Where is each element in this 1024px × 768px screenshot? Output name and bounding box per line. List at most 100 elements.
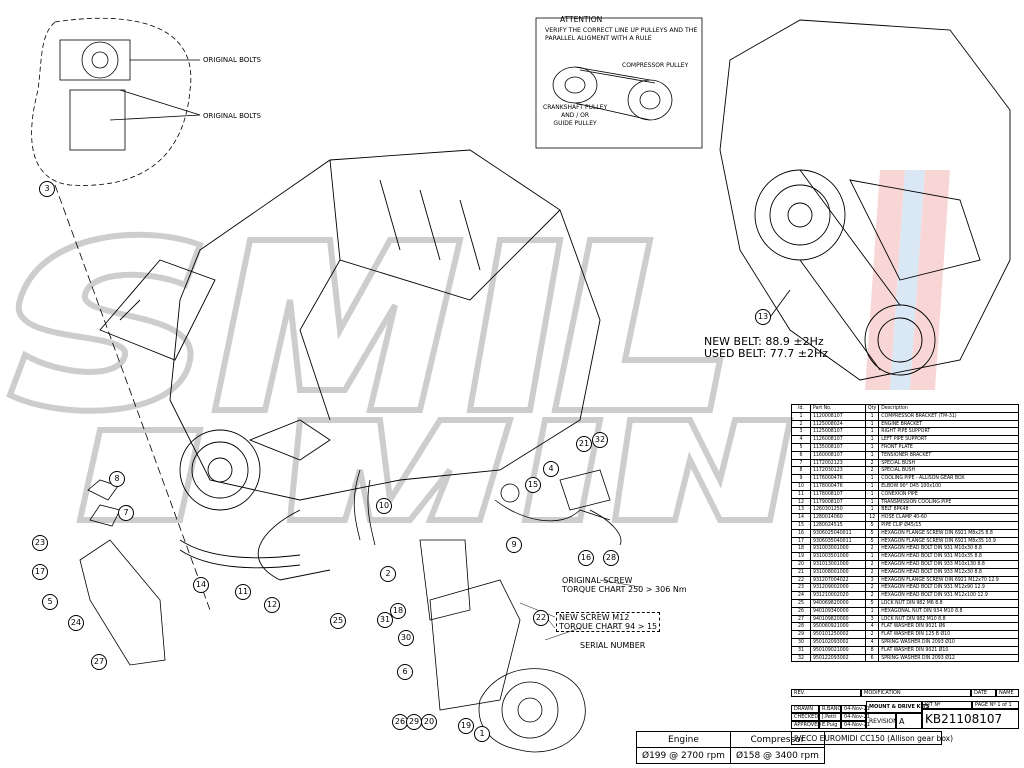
callout-29: 29 [406, 714, 422, 730]
part-id: 2 [791, 419, 811, 429]
part-id: 4 [791, 435, 811, 444]
part-number: 1179008107 [810, 497, 866, 507]
part-number: 931008001000 [810, 567, 866, 577]
tb-rev: REV. [791, 689, 861, 697]
part-id: 11 [791, 489, 811, 499]
part-qty: 1 [864, 419, 880, 429]
part-qty: 5 [864, 528, 880, 538]
part-qty: 5 [864, 598, 880, 608]
part-qty: 4 [864, 637, 880, 647]
callout-32: 32 [592, 432, 608, 448]
part-description: HEXAGON HEAD BOLT DIN 931 M12x100 12.9 [878, 591, 1019, 600]
watermark-stripes [865, 170, 950, 390]
label-compressor-pulley: COMPRESSOR PULLEY [622, 62, 689, 69]
label-new-belt: NEW BELT: 88.9 ±2Hz [704, 335, 824, 348]
part-qty: 1 [864, 489, 880, 499]
tb-checked-date: 04-Nov-21 [841, 713, 870, 721]
part-number: 940109820000 [810, 614, 866, 624]
tb-kit-number: KB21108107 [922, 709, 1019, 729]
part-description: COMPRESSOR BRACKET (TM-31) [878, 411, 1019, 421]
callout-31: 31 [377, 612, 393, 628]
part-qty: 1 [864, 442, 880, 452]
attention-box [535, 17, 703, 149]
part-id: 6 [791, 450, 811, 460]
part-description: ENGINE BRACKET [878, 419, 1019, 429]
part-description: HEXAGON HEAD BOLT DIN 931 M10x30 8.8 [878, 544, 1019, 554]
part-number: 950101250002 [810, 630, 866, 639]
part-description: HEXAGON HEAD BOLT DIN 931 M12x90 12.9 [878, 583, 1019, 593]
tb-checked-name: J.Petit [819, 713, 841, 721]
part-qty: 1 [864, 474, 880, 483]
detail-inset-bolts [31, 17, 211, 611]
header-id: Id. [791, 404, 811, 413]
callout-6: 6 [397, 664, 413, 680]
callout-15: 15 [525, 477, 541, 493]
part-id: 5 [791, 442, 811, 452]
part-number: 1120008107 [810, 411, 866, 421]
part-description: FLAT WASHER DIN 9021 Ø6 [878, 622, 1019, 632]
part-description: COOLING PIPE - ALLISON GEAR BOX [878, 474, 1019, 483]
part-number: 931207004022 [810, 575, 866, 585]
part-id: 29 [791, 630, 811, 639]
part-id: 14 [791, 513, 811, 522]
part-id: 10 [791, 481, 811, 491]
callout-7: 7 [118, 505, 134, 521]
part-id: 23 [791, 583, 811, 593]
part-number: 1126008107 [810, 435, 866, 444]
header-qty: Qty [864, 404, 880, 413]
callout-27: 27 [91, 654, 107, 670]
part-number: 1160008107 [810, 450, 866, 460]
part-id: 27 [791, 614, 811, 624]
part-description: CONEXION PIPE [878, 489, 1019, 499]
part-number: 931003501000 [810, 552, 866, 561]
pulley-rpm-table: Engine Compressor Ø199 @ 2700 rpm Ø158 @… [636, 731, 825, 764]
part-description: LOCK NUT DIN 982 M6 8.8 [878, 598, 1019, 608]
tb-revision-value: A [896, 713, 922, 729]
part-number: 1172002123 [810, 458, 866, 468]
part-qty: 8 [864, 645, 880, 655]
callout-24: 24 [68, 615, 84, 631]
part-number: 950102093002 [810, 637, 866, 647]
part-description: SPRING WASHER DIN 2093 Ø10 [878, 637, 1019, 647]
part-id: 1 [791, 411, 811, 421]
part-qty: 1 [864, 497, 880, 507]
callout-17: 17 [32, 564, 48, 580]
part-id: 32 [791, 653, 811, 663]
part-qty: 2 [864, 567, 880, 577]
label-crankshaft-pulley: CRANKSHAFT PULLEY AND / OR GUIDE PULLEY [543, 104, 608, 127]
part-number: 1280014060 [810, 513, 866, 522]
engine-main [99, 149, 601, 581]
callout-16: 16 [578, 550, 594, 566]
part-qty: 2 [864, 583, 880, 593]
part-id: 16 [791, 528, 811, 538]
part-qty: 1 [864, 481, 880, 491]
attention-title: ATTENTION [560, 15, 603, 24]
label-original-bolts-top: ORIGINAL BOLTS [203, 56, 261, 64]
part-number: 950109021000 [810, 645, 866, 655]
callout-28: 28 [603, 550, 619, 566]
part-id: 17 [791, 536, 811, 546]
part-qty: 2 [864, 544, 880, 554]
callout-5: 5 [42, 594, 58, 610]
callout-30: 30 [398, 630, 414, 646]
part-description: HEXAGON FLANGE SCREW DIN 6921 M8x25 8.8 [878, 528, 1019, 538]
callout-14: 14 [193, 577, 209, 593]
tb-checked: CHECKED [791, 713, 819, 721]
part-number: 1178008107 [810, 489, 866, 499]
